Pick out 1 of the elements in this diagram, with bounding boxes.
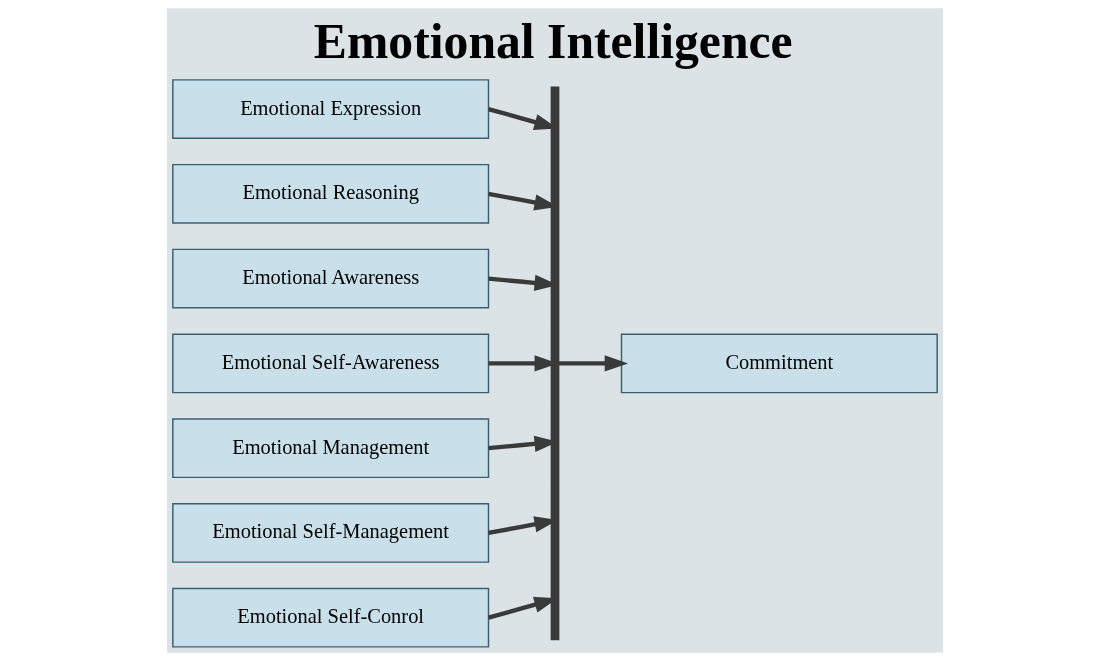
diagram-title: Emotional Intelligence [313,14,793,70]
